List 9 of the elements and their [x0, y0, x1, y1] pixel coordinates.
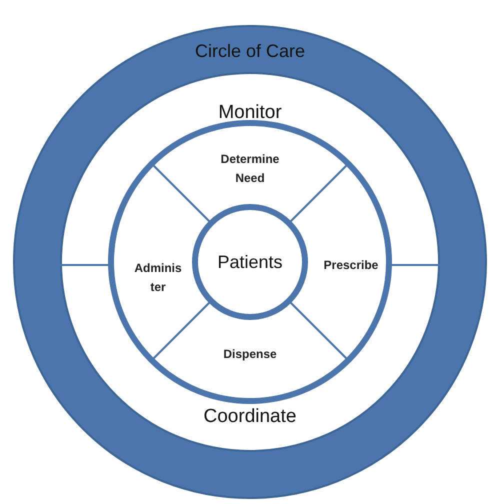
ring-title: Circle of Care	[194, 41, 306, 62]
sector-label: Adminis ter	[134, 259, 182, 299]
center-label: Patients	[217, 252, 283, 272]
middle-ring	[108, 120, 392, 404]
band-label: Coordinate	[175, 404, 325, 430]
band-label: Monitor	[190, 100, 310, 126]
sector-label: Determine Need	[205, 150, 295, 190]
sector-label: Dispense	[208, 345, 292, 365]
sector-label: Prescribe	[316, 256, 386, 276]
